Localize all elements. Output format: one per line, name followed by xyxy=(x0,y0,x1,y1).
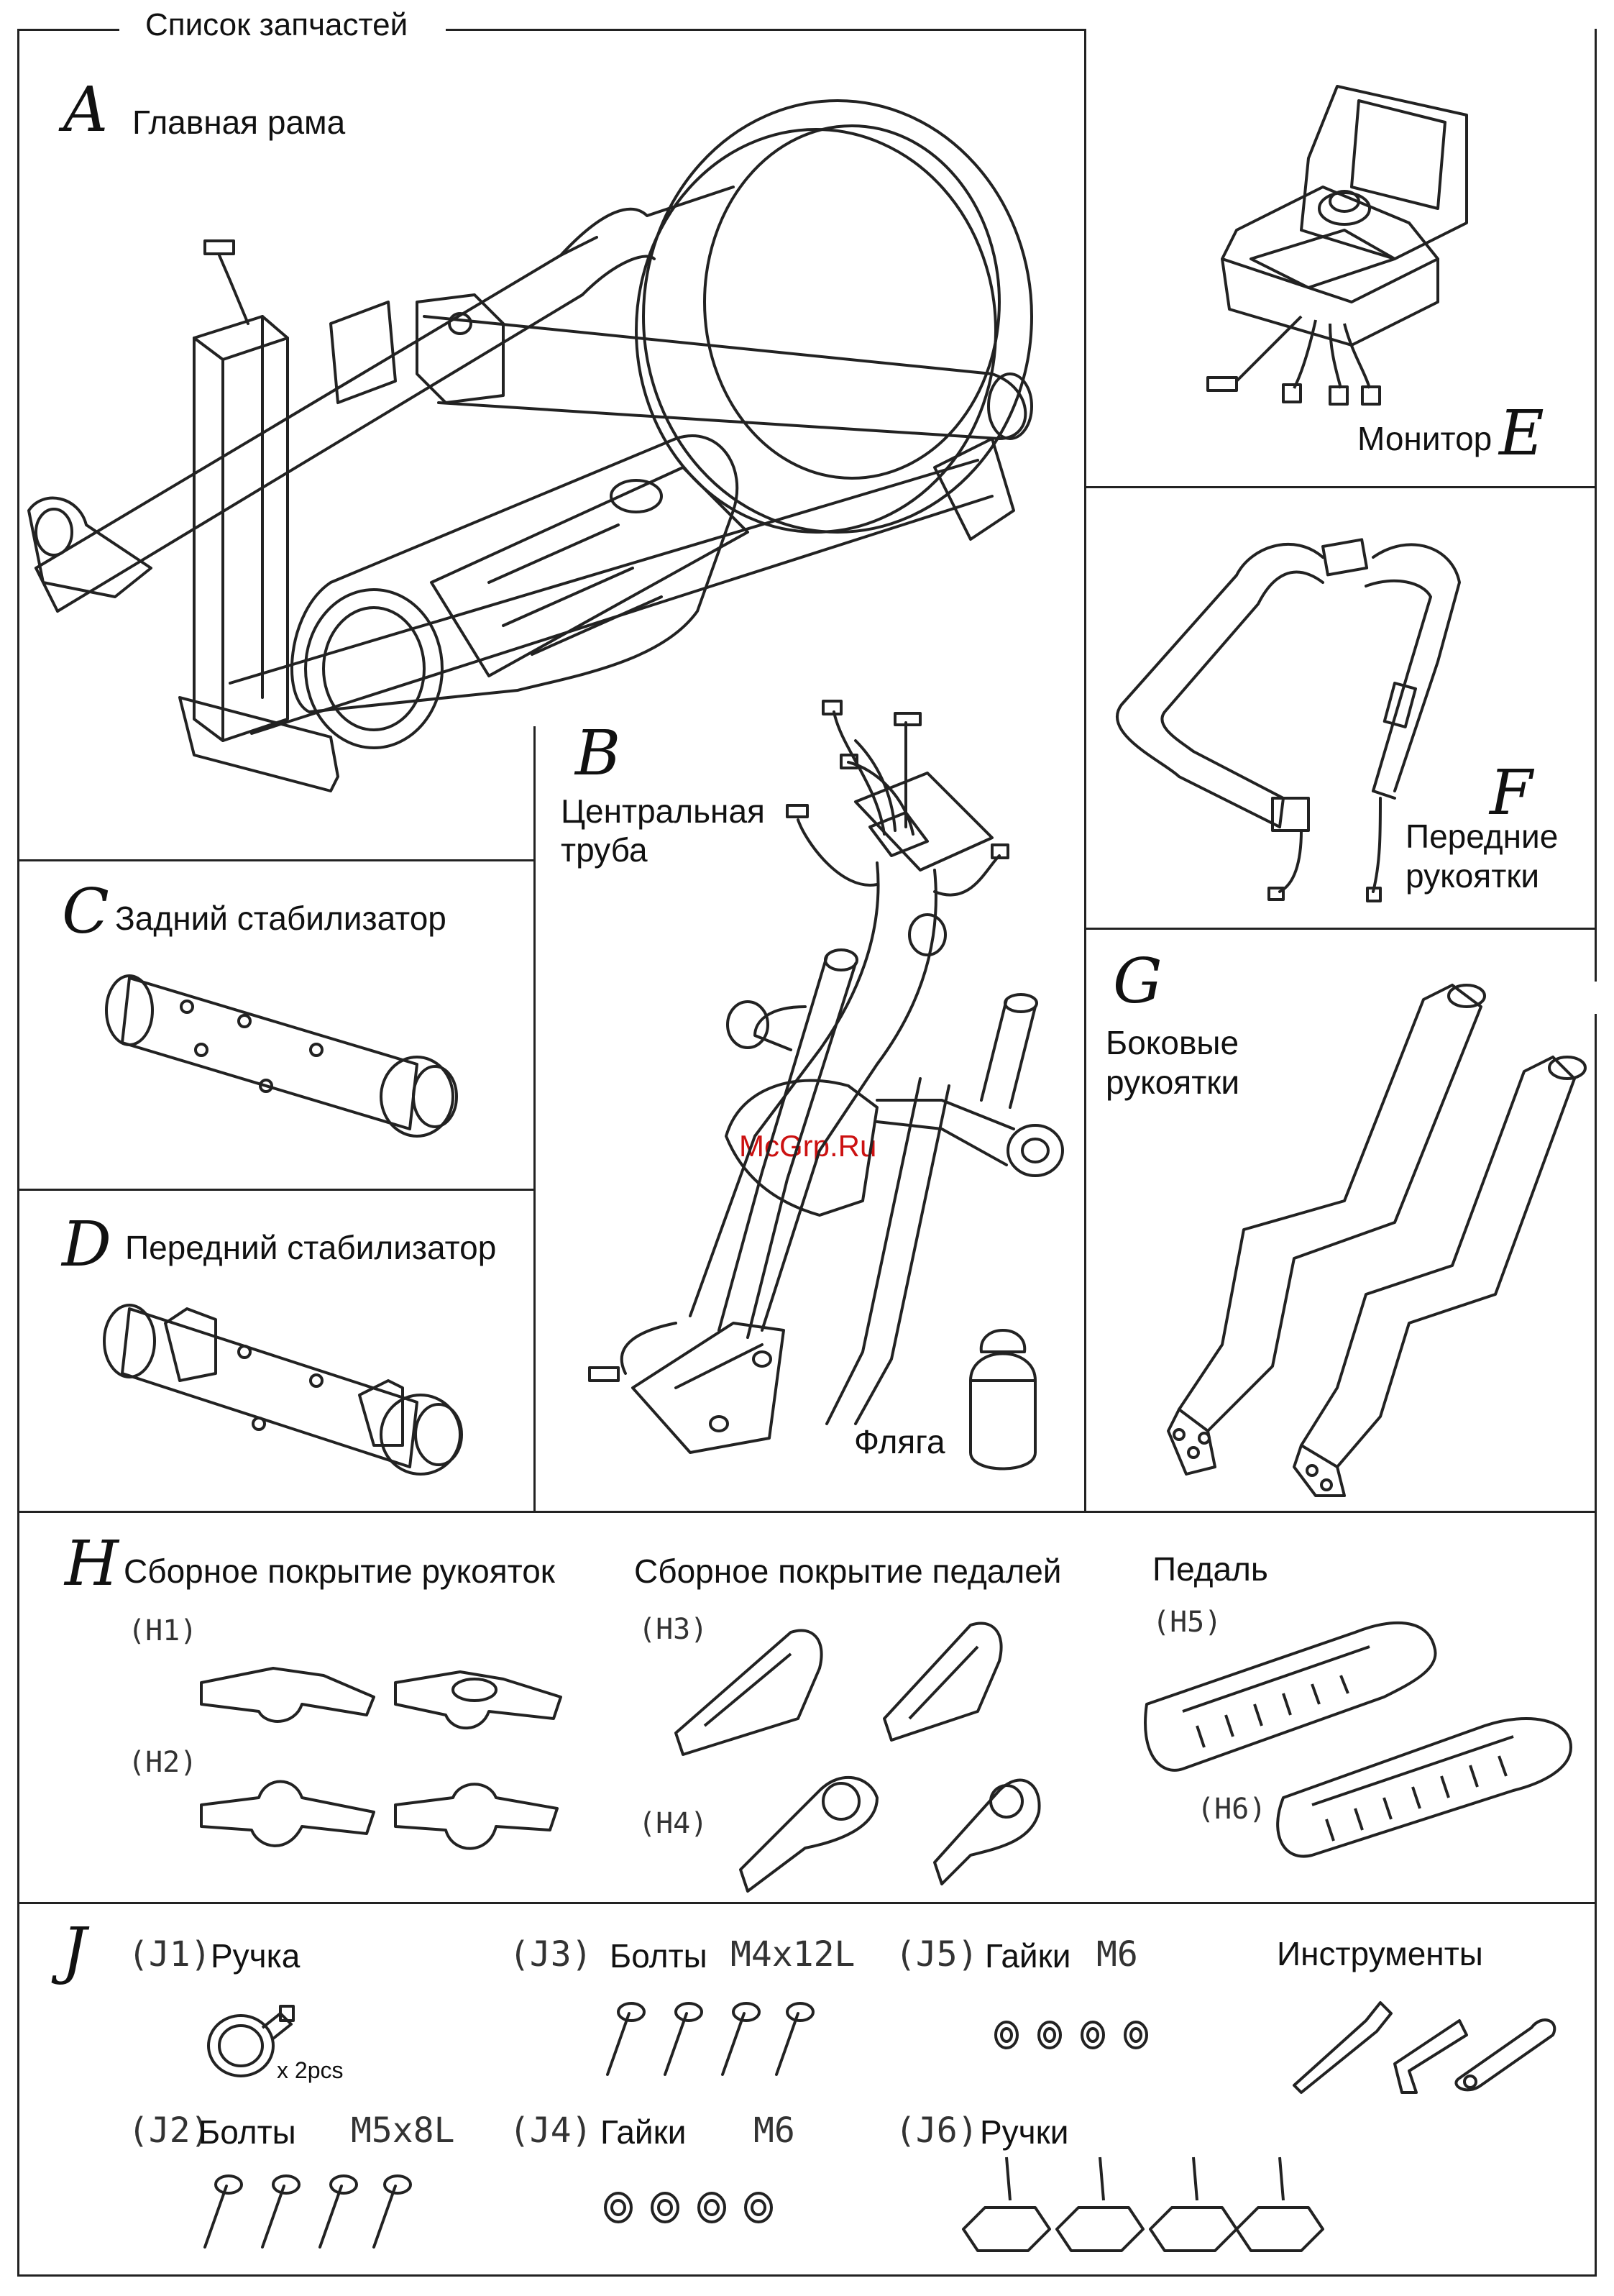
side-handles-drawing xyxy=(1107,971,1582,1496)
frame-bottom xyxy=(17,2274,1597,2277)
section-label-a: Главная рама xyxy=(132,104,346,141)
part-label-j3: Болты xyxy=(610,1937,707,1975)
part-code-j6: (J6) xyxy=(895,2110,978,2151)
group-label-pedal: Педаль xyxy=(1152,1550,1268,1588)
section-letter-j: J xyxy=(62,1915,87,1987)
divider-col-right xyxy=(1084,29,1086,1512)
knob-j1-drawing xyxy=(201,1992,302,2085)
part-label-j1: Ручка xyxy=(211,1937,301,1975)
part-code-j2: (J2) xyxy=(128,2110,211,2151)
section-label-d: Передний стабилизатор xyxy=(125,1229,497,1266)
divider-c-d xyxy=(17,1189,535,1191)
part-code-h4: (H4) xyxy=(638,1807,708,1840)
part-code-h5: (H5) xyxy=(1152,1606,1222,1639)
section-label-g-1: Боковые xyxy=(1106,1024,1239,1061)
part-code-h1: (H1) xyxy=(128,1614,198,1647)
section-letter-e: E xyxy=(1499,398,1544,470)
group-label-handle-covers: Сборное покрытие рукояток xyxy=(124,1552,555,1590)
part-code-h6: (H6) xyxy=(1197,1793,1267,1826)
front-handles-drawing xyxy=(1035,503,1481,906)
frame-right-lower xyxy=(1595,1014,1597,2276)
tools-drawing xyxy=(1287,1992,1560,2100)
part-size-j4: M6 xyxy=(753,2110,795,2151)
rear-stabilizer-drawing xyxy=(101,964,503,1151)
part-code-h2: (H2) xyxy=(128,1746,198,1779)
section-label-f-2: рукоятки xyxy=(1406,857,1540,895)
central-tube-drawing xyxy=(568,698,1071,1503)
nuts-j5-drawing xyxy=(985,2013,1172,2057)
frame-left xyxy=(17,29,19,2276)
main-frame-drawing xyxy=(14,65,1071,863)
section-label-b-2: труба xyxy=(561,831,648,869)
part-label-j6: Ручки xyxy=(980,2113,1069,2151)
monitor-drawing xyxy=(1179,72,1510,410)
part-label-j5: Гайки xyxy=(985,1937,1071,1975)
frame-top-right xyxy=(446,29,1086,31)
bottle-label: Фляга xyxy=(854,1423,945,1460)
section-label-f-1: Передние xyxy=(1406,818,1559,855)
front-stabilizer-drawing xyxy=(101,1294,503,1488)
part-size-j3: M4x12L xyxy=(730,1934,856,1975)
section-label-b-1: Центральная xyxy=(561,792,765,830)
section-letter-g: G xyxy=(1113,946,1163,1017)
frame-top-left xyxy=(17,29,119,31)
section-label-g-2: рукоятки xyxy=(1106,1064,1240,1101)
knobs-j6-drawing xyxy=(956,2150,1330,2265)
section-label-c: Задний стабилизатор xyxy=(115,900,446,937)
part-label-j2: Болты xyxy=(198,2113,296,2151)
frame-right xyxy=(1595,29,1597,982)
handle-covers-drawing xyxy=(194,1647,568,1877)
divider-main-h xyxy=(17,1511,1597,1513)
page-title: Список запчастей xyxy=(129,7,424,43)
part-size-j5: M6 xyxy=(1096,1934,1138,1975)
pedals-drawing xyxy=(1140,1604,1585,1870)
divider-h-j xyxy=(17,1902,1597,1904)
part-code-j3: (J3) xyxy=(509,1934,592,1975)
section-letter-h: H xyxy=(65,1528,119,1600)
part-code-h3: (H3) xyxy=(638,1613,708,1646)
bolts-j2-drawing xyxy=(187,2172,417,2258)
part-size-j2: M5x8L xyxy=(351,2110,455,2151)
divider-e-f xyxy=(1084,486,1597,488)
watermark: McGrp.Ru xyxy=(739,1129,877,1163)
group-label-pedal-covers: Сборное покрытие педалей xyxy=(634,1552,1062,1590)
part-qty-j1: x 2pcs xyxy=(277,2057,344,2083)
part-code-j1: (J1) xyxy=(128,1934,211,1975)
tools-label: Инструменты xyxy=(1277,1935,1483,1972)
pedal-covers-drawing xyxy=(661,1611,1035,1891)
part-label-j4: Гайки xyxy=(600,2113,687,2151)
divider-f-g xyxy=(1084,928,1597,930)
section-letter-f: F xyxy=(1490,757,1533,829)
part-code-j5: (J5) xyxy=(895,1934,978,1975)
part-code-j4: (J4) xyxy=(509,2110,592,2151)
section-letter-c: C xyxy=(62,876,109,948)
section-letter-d: D xyxy=(62,1209,111,1281)
divider-a-bottom-left xyxy=(17,859,535,861)
bolts-j3-drawing xyxy=(590,1999,820,2085)
section-label-e: Монитор xyxy=(1357,420,1493,457)
section-letter-a: A xyxy=(63,74,109,146)
nuts-j4-drawing xyxy=(597,2186,784,2229)
section-letter-b: B xyxy=(575,718,621,790)
divider-col-mid xyxy=(533,726,536,1512)
